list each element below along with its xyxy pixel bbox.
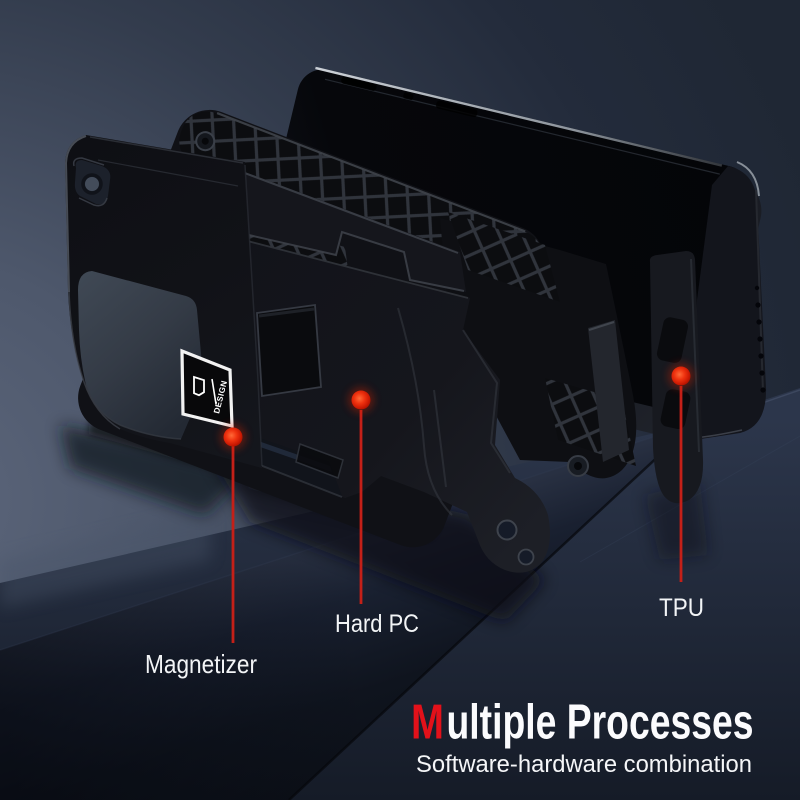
svg-text:TPU: TPU bbox=[659, 595, 704, 622]
svg-text:M: M bbox=[411, 696, 444, 750]
svg-text:Software-hardware combination: Software-hardware combination bbox=[416, 751, 752, 778]
svg-text:Magnetizer: Magnetizer bbox=[145, 649, 257, 679]
svg-text:ultiple Processes: ultiple Processes bbox=[447, 696, 754, 750]
svg-text:Hard PC: Hard PC bbox=[335, 611, 419, 638]
